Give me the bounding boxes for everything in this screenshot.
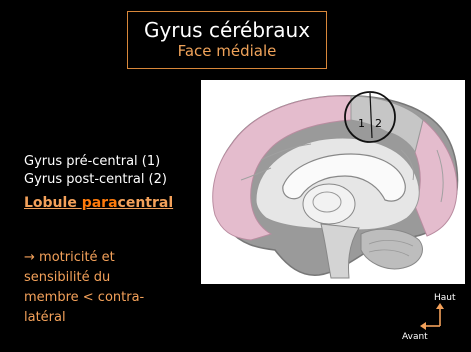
function-line-4: latéral [24, 308, 174, 328]
title-box: Gyrus cérébraux Face médiale [127, 11, 327, 69]
function-line-1: → motricité et [24, 248, 174, 268]
lobule-highlight: para [82, 195, 118, 211]
orientation-arrows-icon [400, 290, 471, 352]
label-2: 2 [375, 117, 382, 130]
function-line-3: membre < contra- [24, 288, 174, 308]
brain-medial-view: 1 2 [201, 80, 465, 284]
slide-title: Gyrus cérébraux [128, 18, 326, 42]
lobule-title: Lobule paracentral [24, 194, 173, 212]
function-line-2: sensibilité du [24, 268, 174, 288]
slide-subtitle: Face médiale [128, 42, 326, 60]
brain-diagram-panel: 1 2 [201, 80, 465, 284]
orientation-indicator: Haut Avant [400, 290, 471, 352]
lobule-suffix: central [118, 195, 174, 211]
avant-label: Avant [402, 332, 428, 342]
postcentral-label: Gyrus post-central (2) [24, 171, 173, 189]
thalamus [303, 184, 355, 224]
occipital-pink-region [415, 120, 457, 236]
gyrus-list: Gyrus pré-central (1) Gyrus post-central… [24, 153, 173, 212]
function-note: → motricité et sensibilité du membre < c… [24, 248, 174, 328]
lobule-prefix: Lobule [24, 195, 82, 211]
label-1: 1 [358, 117, 365, 130]
precentral-label: Gyrus pré-central (1) [24, 153, 173, 171]
